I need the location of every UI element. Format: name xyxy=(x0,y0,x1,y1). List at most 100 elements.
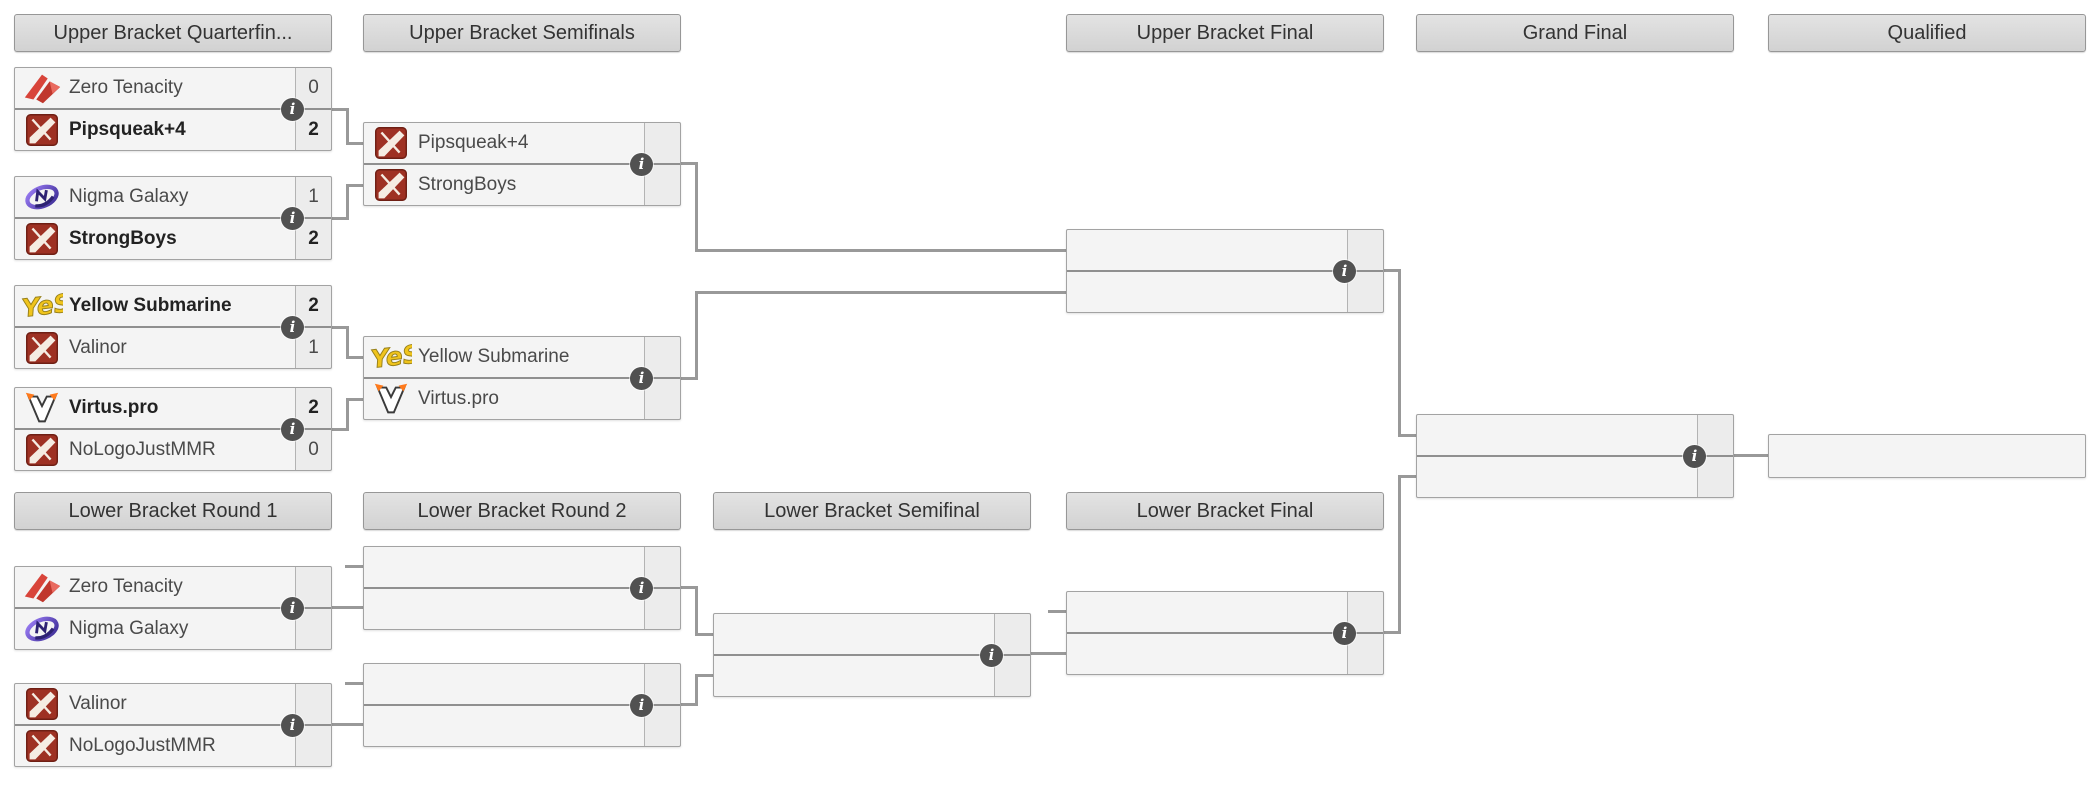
empty-logo-slot xyxy=(1067,230,1121,270)
team-score xyxy=(1697,457,1733,497)
connector-line xyxy=(346,326,349,359)
connector-line xyxy=(346,184,349,220)
info-icon[interactable]: i xyxy=(281,98,304,121)
team-name[interactable]: Valinor xyxy=(69,337,127,358)
team-name[interactable]: Nigma Galaxy xyxy=(69,186,189,207)
dota2-default-logo xyxy=(364,165,418,205)
connector-line xyxy=(695,291,698,380)
connector-line xyxy=(695,586,698,636)
connector-line xyxy=(695,291,1066,294)
team-slot xyxy=(1067,270,1383,312)
team-slot xyxy=(1067,632,1383,674)
header-upper-bracket-semifinals: Upper Bracket Semifinals xyxy=(363,14,681,52)
team-slot: StrongBoys 2 xyxy=(15,217,331,259)
team-score: 1 xyxy=(295,177,331,217)
team-slot xyxy=(1067,230,1383,270)
connector-line xyxy=(332,326,349,329)
team-name xyxy=(1121,230,1347,270)
match-lb-final: i xyxy=(1066,591,1384,675)
connector-line xyxy=(1398,475,1401,634)
team-score: 1 xyxy=(295,328,331,368)
info-icon[interactable]: i xyxy=(630,577,653,600)
team-name xyxy=(1471,415,1697,455)
team-name[interactable]: Valinor xyxy=(69,693,127,714)
team-score xyxy=(644,664,680,704)
empty-logo-slot xyxy=(1067,272,1121,312)
team-slot: Yellow Submarine 2 xyxy=(15,286,331,326)
match-lb-round2-2: i xyxy=(363,663,681,747)
team-name[interactable]: NoLogoJustMMR xyxy=(69,735,216,756)
empty-logo-slot xyxy=(364,664,418,704)
info-icon[interactable]: i xyxy=(980,644,1003,667)
team-score xyxy=(644,547,680,587)
zero-tenacity-logo xyxy=(15,68,69,108)
match-ub-final: i xyxy=(1066,229,1384,313)
team-name[interactable]: StrongBoys xyxy=(69,228,177,249)
team-name[interactable]: StrongBoys xyxy=(418,174,517,195)
connector-line xyxy=(332,428,349,431)
header-lower-bracket-round-1: Lower Bracket Round 1 xyxy=(14,492,332,530)
team-slot: NoLogoJustMMR 0 xyxy=(15,428,331,470)
team-slot xyxy=(714,614,1030,654)
team-name[interactable]: Yellow Submarine xyxy=(418,346,570,367)
team-slot xyxy=(364,664,680,704)
info-icon[interactable]: i xyxy=(630,153,653,176)
empty-logo-slot xyxy=(714,614,768,654)
info-icon[interactable]: i xyxy=(1683,445,1706,468)
info-icon[interactable]: i xyxy=(630,694,653,717)
team-name[interactable]: Yellow Submarine xyxy=(69,295,232,316)
match-lb-round1-2: Valinor NoLogoJustMMR i xyxy=(14,683,332,767)
team-slot: Yellow Submarine xyxy=(364,337,680,377)
connector-line xyxy=(346,142,363,145)
team-slot: Zero Tenacity xyxy=(15,567,331,607)
team-slot: Nigma Galaxy xyxy=(15,607,331,649)
dota2-default-logo xyxy=(15,219,69,259)
team-name[interactable]: Virtus.pro xyxy=(418,388,499,409)
info-icon[interactable]: i xyxy=(281,714,304,737)
team-name[interactable]: Pipsqueak+4 xyxy=(418,132,529,153)
dota2-default-logo xyxy=(15,430,69,470)
team-score: 0 xyxy=(295,68,331,108)
info-icon[interactable]: i xyxy=(1333,260,1356,283)
team-score xyxy=(295,609,331,649)
team-name[interactable]: Zero Tenacity xyxy=(69,576,183,597)
info-icon[interactable]: i xyxy=(281,597,304,620)
team-name[interactable]: NoLogoJustMMR xyxy=(69,439,216,460)
connector-stub xyxy=(345,565,363,568)
connector-line xyxy=(1398,475,1416,478)
team-name[interactable]: Nigma Galaxy xyxy=(69,618,189,639)
info-icon[interactable]: i xyxy=(281,316,304,339)
connector-line xyxy=(346,184,363,187)
team-name xyxy=(1471,457,1697,497)
connector-line xyxy=(1398,269,1401,437)
team-score xyxy=(644,123,680,163)
connector-line xyxy=(1384,631,1401,634)
zero-tenacity-logo xyxy=(15,567,69,607)
team-score xyxy=(295,726,331,766)
team-slot xyxy=(1417,415,1733,455)
header-lower-bracket-semifinal: Lower Bracket Semifinal xyxy=(713,492,1031,530)
team-score: 2 xyxy=(295,110,331,150)
team-slot xyxy=(1067,592,1383,632)
empty-logo-slot xyxy=(1417,415,1471,455)
connector-line xyxy=(681,586,697,589)
team-name[interactable]: Virtus.pro xyxy=(69,397,159,418)
team-score xyxy=(1347,272,1383,312)
match-ub-quarterfinal-3: Yellow Submarine 2 Valinor 1 i xyxy=(14,285,332,369)
info-icon[interactable]: i xyxy=(281,207,304,230)
info-icon[interactable]: i xyxy=(630,367,653,390)
match-grand-final: i xyxy=(1416,414,1734,498)
team-name[interactable]: Pipsqueak+4 xyxy=(69,119,186,140)
match-lb-round2-1: i xyxy=(363,546,681,630)
info-icon[interactable]: i xyxy=(1333,622,1356,645)
info-icon[interactable]: i xyxy=(281,418,304,441)
team-name[interactable]: Zero Tenacity xyxy=(69,77,183,98)
connector-line xyxy=(332,217,349,220)
empty-logo-slot xyxy=(1769,435,1823,477)
team-name xyxy=(418,547,644,587)
team-score: 2 xyxy=(295,388,331,428)
dota2-default-logo xyxy=(15,726,69,766)
connector-line xyxy=(695,249,1066,252)
header-lower-bracket-round-2: Lower Bracket Round 2 xyxy=(363,492,681,530)
empty-logo-slot xyxy=(1067,634,1121,674)
